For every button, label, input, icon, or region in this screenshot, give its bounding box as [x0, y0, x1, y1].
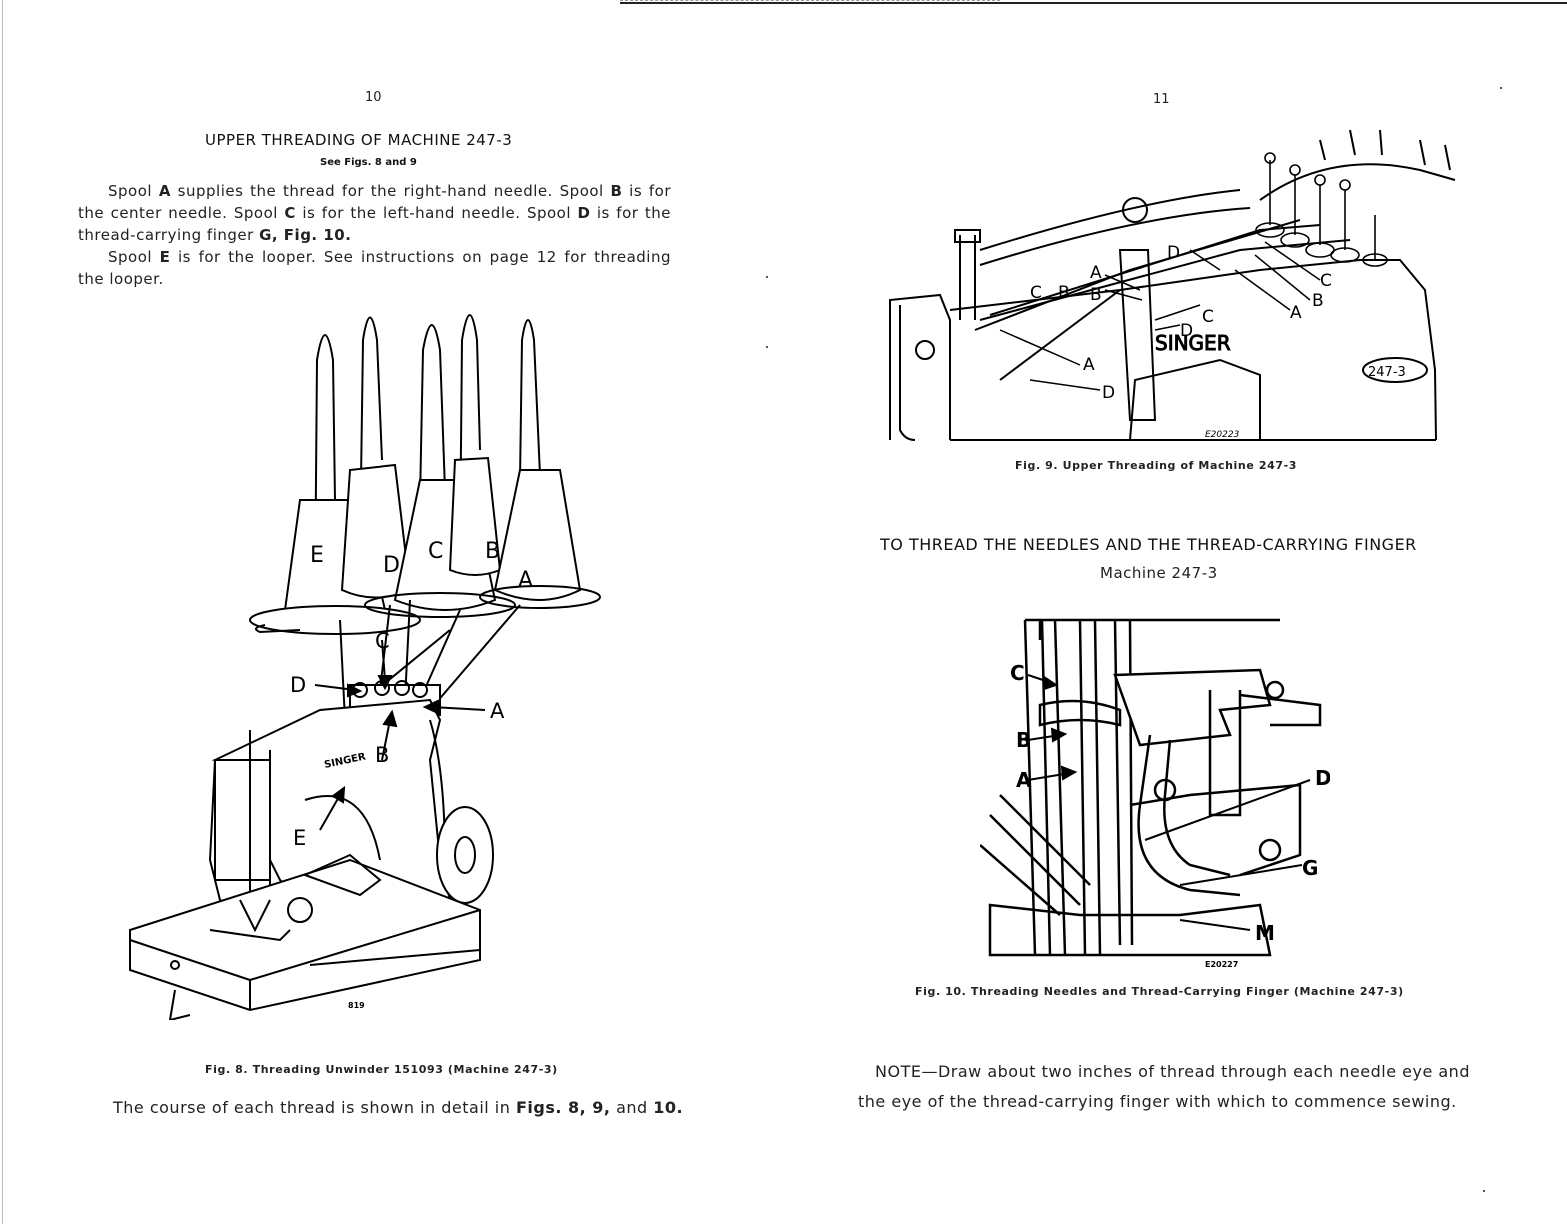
top-rule [620, 2, 1567, 4]
fig9-label-a: A [1290, 303, 1302, 323]
text-run: is for the center needle. Spool [78, 182, 671, 222]
figure-8-illustration: E D C B A D C A B E SINGER 819 [129, 314, 601, 1020]
page-title: UPPER THREADING OF MACHINE 247-3 [205, 131, 513, 149]
text-run: is for the thread-carrying finger [78, 204, 672, 244]
fig9-label-a: A [1083, 355, 1095, 375]
fig9-label-a: A [1090, 263, 1102, 283]
spool-label-e: E [310, 543, 324, 568]
fig10-label-d: D [1315, 766, 1330, 790]
page-edge-line [2, 0, 3, 1224]
figure-8-caption: Fig. 8. Threading Unwinder 151093 (Machi… [205, 1063, 558, 1076]
spool-a-ref: A [158, 182, 171, 200]
spool-d-ref: D [577, 204, 591, 222]
arrow-label-e: E [293, 826, 306, 850]
spool-label-d: D [383, 553, 400, 578]
fig9-label-d: D [1102, 383, 1115, 403]
figs-ref: Figs. 8, 9, [515, 1098, 611, 1117]
fig10-label-m: M [1255, 921, 1275, 945]
figure-9-caption: Fig. 9. Upper Threading of Machine 247-3 [1015, 459, 1298, 472]
fig10-label-a: A [1016, 768, 1032, 792]
fig10-label-g: G [1302, 856, 1318, 880]
model-badge: 247-3 [1368, 365, 1406, 380]
fig9-label-d: D [1180, 321, 1193, 341]
figure-9-illustration: 247-3 C B A B D C D A D C B A SINGER E20… [889, 130, 1456, 441]
figure-9-code: E20223 [1205, 430, 1240, 440]
arrow-label-b: B [375, 743, 389, 767]
footer-paragraph: The course of each thread is shown in de… [113, 1097, 683, 1119]
text-run: is for the left-hand needle. Spool [295, 204, 578, 222]
looper-paragraph: Spool E is for the looper. See instructi… [78, 246, 671, 290]
note-paragraph: NOTE—Draw about two inches of thread thr… [858, 1057, 1478, 1117]
text-run: supplies the thread for the right-hand n… [170, 182, 611, 200]
page-subtitle: See Figs. 8 and 9 [320, 157, 417, 168]
scan-speck [1483, 1190, 1485, 1192]
fig9-label-c: C [1030, 283, 1042, 303]
fig9-label-b: B [1090, 285, 1102, 305]
arrow-label-d: D [290, 673, 306, 697]
spool-b-ref: B [610, 182, 623, 200]
intro-paragraph: Spool A supplies the thread for the righ… [78, 180, 671, 246]
fig10-label-b: B [1016, 728, 1031, 752]
figure-8-stamp: 819 [348, 1001, 365, 1010]
section-title: TO THREAD THE NEEDLES AND THE THREAD-CAR… [880, 535, 1417, 554]
text-run: The course of each thread is shown in de… [113, 1098, 516, 1117]
fig9-label-b: B [1058, 283, 1070, 303]
page-number-left: 10 [365, 90, 382, 105]
spool-e-ref: E [159, 248, 171, 266]
machine-brand: SINGER [1155, 331, 1231, 355]
figure-10-illustration: C B A D G M E20227 [980, 618, 1330, 969]
spool-c-ref: C [284, 204, 296, 222]
figure-10-code: E20227 [1205, 960, 1238, 969]
fig9-label-d: D [1167, 243, 1180, 263]
fig9-label-c: C [1320, 271, 1332, 291]
fig9-label-c: C [1202, 307, 1214, 327]
text-run: and [610, 1098, 654, 1117]
finger-g-ref: G, Fig. 10. [259, 226, 352, 244]
text-run: Spool [108, 182, 159, 200]
top-dashed-rule [620, 0, 1000, 1]
arrow-label-a: A [490, 699, 505, 723]
scan-speck [1500, 87, 1502, 89]
spool-label-c: C [428, 539, 443, 564]
fig10-label-c: C [1010, 661, 1025, 685]
note-text: —Draw about two inches of thread through… [858, 1062, 1470, 1111]
fig-10-ref: 10. [653, 1098, 684, 1117]
scan-speck [766, 346, 768, 348]
figure-10-caption: Fig. 10. Threading Needles and Thread-Ca… [915, 985, 1404, 998]
section-subtitle: Machine 247-3 [1100, 564, 1218, 582]
spool-label-b: B [485, 539, 500, 564]
spool-label-a: A [518, 568, 533, 593]
scan-speck [766, 276, 768, 278]
text-run: Spool [108, 248, 160, 266]
arrow-label-c: C [375, 629, 390, 653]
fig9-label-b: B [1312, 291, 1324, 311]
page-number-right: 11 [1153, 92, 1170, 107]
text-run: is for the looper. See instructions on p… [78, 248, 671, 288]
note-label: NOTE [875, 1062, 922, 1081]
